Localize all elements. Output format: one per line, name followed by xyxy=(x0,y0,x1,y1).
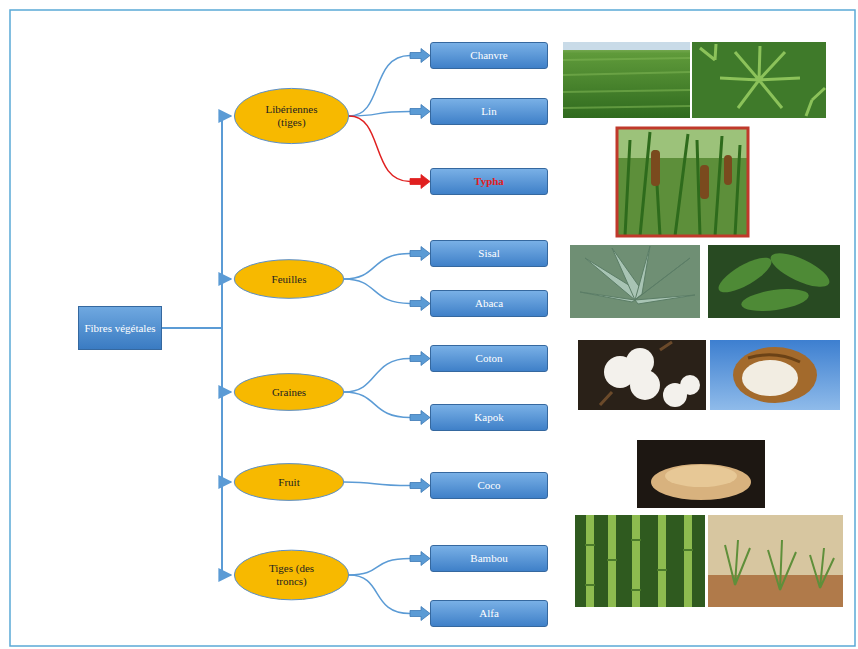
category-ellipse: Tiges (des troncs) xyxy=(232,548,351,602)
typha-photo xyxy=(617,128,748,236)
category-ellipse: Libériennes (tiges) xyxy=(232,86,351,146)
frame xyxy=(10,10,855,646)
category-ellipse: Fruit xyxy=(232,462,346,502)
fibre-box: Chanvre xyxy=(430,42,548,69)
fibre-box: Coco xyxy=(430,472,548,499)
connector xyxy=(349,552,430,576)
node-label: Libériennes (tiges) xyxy=(255,103,329,128)
connector xyxy=(162,328,231,575)
fibre-box: Kapok xyxy=(430,404,548,431)
kapok-photo xyxy=(710,340,840,410)
sisal-photo xyxy=(570,245,700,318)
node-label: Chanvre xyxy=(470,49,507,62)
node-label: Graines xyxy=(272,386,306,399)
node-label: Fruit xyxy=(278,476,299,489)
node-label: Sisal xyxy=(478,247,499,260)
node-label: Abaca xyxy=(475,297,503,310)
node-label: Tiges (des troncs) xyxy=(255,562,329,587)
fibre-box: Bambou xyxy=(430,545,548,572)
node-label: Coton xyxy=(476,352,503,365)
category-ellipse: Graines xyxy=(232,372,346,412)
node-label: Kapok xyxy=(474,411,503,424)
fibre-box: Coton xyxy=(430,345,548,372)
node-label: Fibres végétales xyxy=(84,322,155,335)
fibre-box: Abaca xyxy=(430,290,548,317)
alfa-photo xyxy=(708,515,843,607)
node-label: Bambou xyxy=(470,552,507,565)
connector xyxy=(344,279,430,311)
fibre-box: Sisal xyxy=(430,240,548,267)
node-label: Feuilles xyxy=(272,273,307,286)
connector xyxy=(344,392,430,425)
connector xyxy=(162,116,231,328)
hemp-field-photo xyxy=(563,42,690,118)
connector xyxy=(344,352,430,393)
node-label: Coco xyxy=(477,479,500,492)
connector xyxy=(162,328,231,482)
fibre-box: Alfa xyxy=(430,600,548,627)
fibre-box: Typha xyxy=(430,168,548,195)
connector xyxy=(344,247,430,280)
node-label: Alfa xyxy=(479,607,499,620)
root-box: Fibres végétales xyxy=(78,306,162,350)
abaca-photo xyxy=(708,245,840,318)
connector xyxy=(349,575,430,621)
connector xyxy=(344,479,430,493)
coir-photo xyxy=(637,440,765,508)
category-ellipse: Feuilles xyxy=(232,258,346,300)
connector xyxy=(349,105,430,119)
connector xyxy=(349,49,430,117)
connector xyxy=(162,279,231,328)
connector xyxy=(349,116,430,189)
node-label: Typha xyxy=(474,175,504,188)
cotton-photo xyxy=(578,340,706,410)
node-label: Lin xyxy=(481,105,496,118)
connector xyxy=(162,328,231,392)
bamboo-photo xyxy=(575,515,705,607)
hemp-plant-photo xyxy=(692,42,826,118)
fibre-box: Lin xyxy=(430,98,548,125)
